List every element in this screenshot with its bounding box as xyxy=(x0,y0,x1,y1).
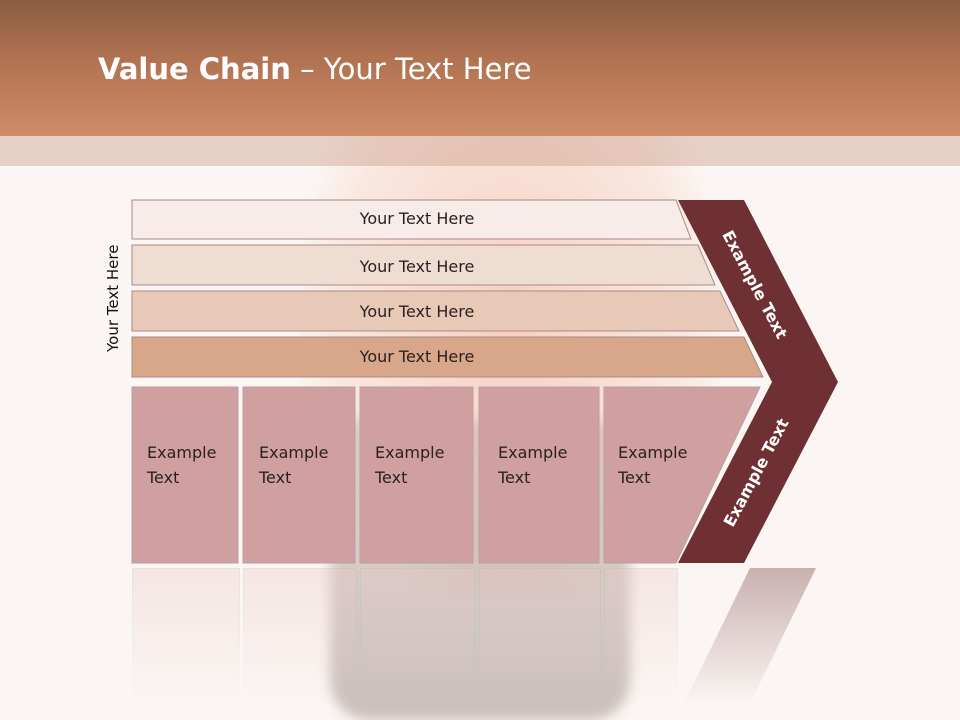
primary-box-4-line2: Text xyxy=(498,468,531,487)
reflection-box-5 xyxy=(604,568,678,720)
diagram-reflection xyxy=(0,568,960,720)
support-row-2[interactable] xyxy=(131,244,716,286)
primary-box-1-line2: Text xyxy=(147,468,180,487)
support-row-1-label: Your Text Here xyxy=(359,209,475,228)
primary-box-2-label: Example Text xyxy=(259,440,328,490)
reflection-box-1 xyxy=(132,568,240,720)
primary-box-5-line1: Example xyxy=(618,443,688,462)
primary-box-5[interactable] xyxy=(603,386,761,564)
primary-box-3-line1: Example xyxy=(375,443,445,462)
reflection-box-3 xyxy=(360,568,475,720)
header-band xyxy=(0,0,960,136)
margin-chevron[interactable] xyxy=(678,200,838,563)
support-row-1[interactable] xyxy=(131,199,692,240)
primary-box-1-line1: Example xyxy=(147,443,217,462)
reflection-box-2 xyxy=(243,568,357,720)
primary-box-1-label: Example Text xyxy=(147,440,216,490)
support-row-3-label: Your Text Here xyxy=(359,302,475,321)
title-rest: – Your Text Here xyxy=(290,52,532,86)
primary-box-2[interactable] xyxy=(242,386,356,564)
title-bold: Value Chain xyxy=(98,52,291,86)
reflection-chevron xyxy=(676,568,816,720)
primary-box-3-line2: Text xyxy=(375,468,408,487)
primary-box-1[interactable] xyxy=(131,386,239,564)
reflection-box-4 xyxy=(479,568,601,720)
reflection-inner xyxy=(0,568,960,720)
primary-box-5-line2: Text xyxy=(618,468,651,487)
support-row-4[interactable] xyxy=(131,336,764,378)
primary-box-5-label: Example Text xyxy=(618,440,687,490)
support-row-3[interactable] xyxy=(131,290,740,332)
slide-title[interactable]: Value Chain – Your Text Here xyxy=(98,52,532,86)
primary-box-2-line2: Text xyxy=(259,468,292,487)
support-row-2-label: Your Text Here xyxy=(359,257,475,276)
primary-box-4-label: Example Text xyxy=(498,440,567,490)
primary-box-3[interactable] xyxy=(359,386,474,564)
primary-box-2-line1: Example xyxy=(259,443,329,462)
primary-box-3-label: Example Text xyxy=(375,440,444,490)
header-stripe xyxy=(0,136,960,166)
primary-box-4-line1: Example xyxy=(498,443,568,462)
primary-box-4[interactable] xyxy=(478,386,600,564)
support-row-4-label: Your Text Here xyxy=(359,347,475,366)
